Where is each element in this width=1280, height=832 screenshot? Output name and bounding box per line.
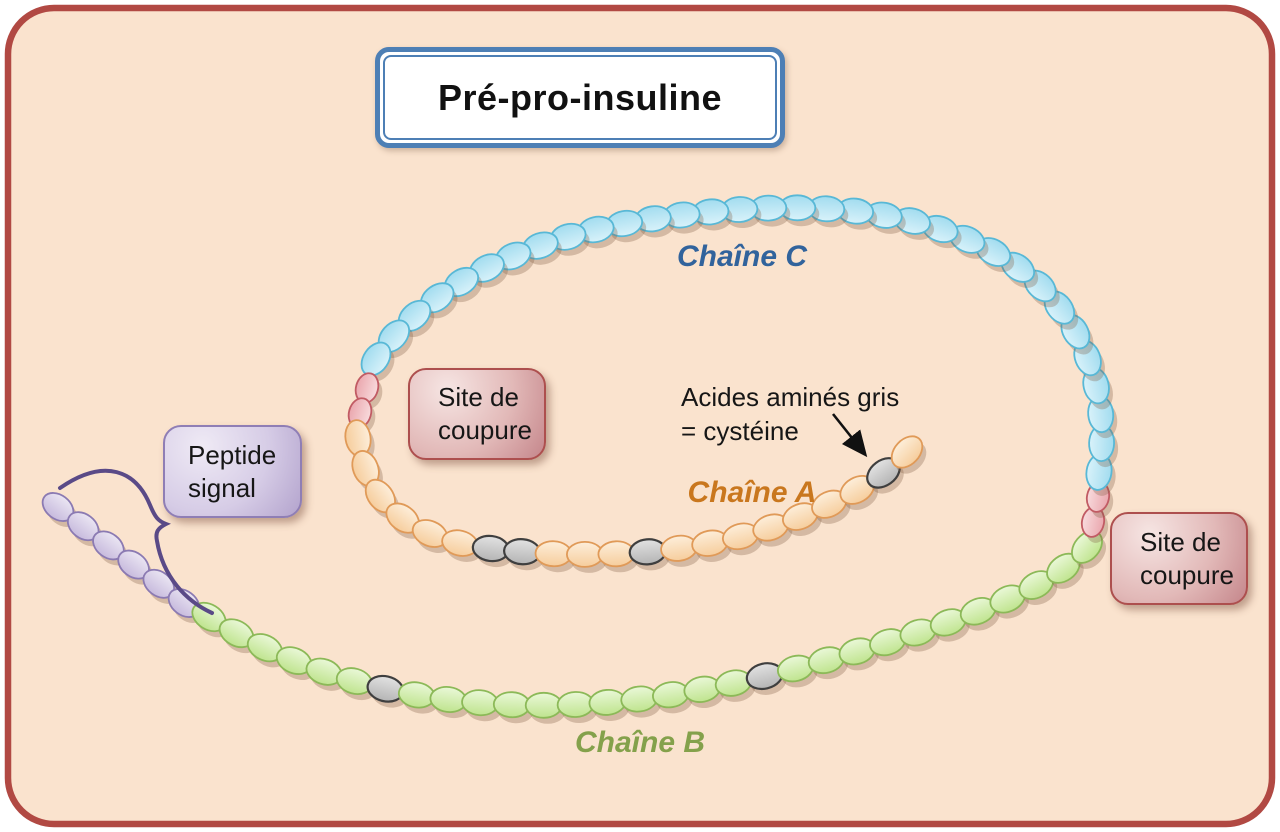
cysteine-annotation-line1: Acides aminés gris [681,382,900,412]
segment-chain-b [191,530,1107,724]
title-inner-border: Pré-pro-insuline [383,55,777,140]
segment-chain-a [344,419,927,573]
cysteine-annotation: Acides aminés gris = cystéine [681,380,899,448]
amino-acid-bead [556,691,595,718]
cut-site-box-right: Site de coupure [1110,512,1248,605]
chain-b-label: Chaîne B [574,726,706,759]
amino-acid-chain [41,194,1119,724]
cut-site-box-left: Site de coupure [408,368,546,460]
peptide-signal-brace [58,468,214,615]
cut-site-right-label: Site de coupure [1140,526,1234,590]
chain-a-label: Chaîne A [687,476,817,509]
cysteine-arrow [831,413,868,458]
cut-site-left-label: Site de coupure [438,382,532,445]
amino-acid-bead [890,435,924,469]
segment-cut-site-1 [1080,481,1114,543]
title-box: Pré-pro-insuline [375,47,785,148]
peptide-signal-box: Peptide signal [163,425,302,518]
segment-peptide-signal [41,492,204,624]
peptide-signal-label: Peptide signal [188,439,277,503]
chain-c-label: Chaîne C [676,240,808,273]
page-title: Pré-pro-insuline [437,76,723,118]
cysteine-annotation-line2: = cystéine [681,416,799,446]
amino-acid-bead [492,691,531,719]
segment-chain-c [360,194,1119,496]
amino-acid-bead [524,691,563,719]
